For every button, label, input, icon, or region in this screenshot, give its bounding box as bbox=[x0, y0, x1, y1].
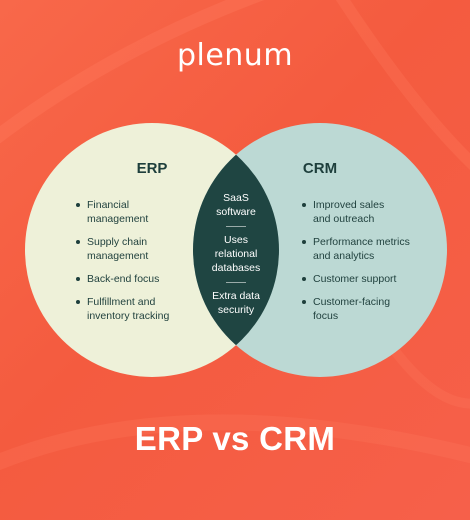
shared-line: software bbox=[216, 206, 256, 218]
crm-item-line: focus bbox=[313, 310, 339, 322]
shared-line: SaaS bbox=[223, 192, 249, 204]
crm-item-line: and analytics bbox=[313, 250, 375, 262]
shared-divider bbox=[226, 282, 246, 283]
shared-divider bbox=[226, 226, 246, 227]
crm-item: Customer-facing focus bbox=[302, 295, 427, 323]
erp-item-line: Back-end focus bbox=[87, 273, 160, 285]
crm-item-line: Performance metrics bbox=[313, 236, 410, 248]
erp-item: Financial management bbox=[76, 198, 186, 226]
erp-item: Back-end focus bbox=[76, 272, 186, 286]
crm-item: Performance metrics and analytics bbox=[302, 235, 427, 263]
erp-item-line: Supply chain bbox=[87, 236, 148, 248]
crm-item: Customer support bbox=[302, 272, 427, 286]
page-title: ERP vs CRM bbox=[134, 420, 336, 457]
crm-item-line: Customer support bbox=[313, 273, 397, 285]
shared-line: Extra data bbox=[212, 290, 260, 302]
crm-title: CRM bbox=[302, 160, 338, 177]
erp-title: ERP bbox=[136, 160, 168, 177]
shared-line: databases bbox=[211, 262, 261, 274]
crm-item-line: Customer-facing bbox=[313, 296, 391, 308]
erp-item-line: Financial bbox=[87, 199, 130, 211]
shared-line: relational bbox=[214, 248, 258, 260]
shared-item-security: Extra data security bbox=[194, 289, 278, 317]
erp-item-line: management bbox=[87, 213, 149, 225]
shared-line: Uses bbox=[224, 234, 248, 246]
crm-item: Improved sales and outreach bbox=[302, 198, 427, 226]
brand-logo: plenum bbox=[176, 38, 294, 73]
erp-item: Supply chain management bbox=[76, 235, 186, 263]
overlap-region bbox=[193, 123, 279, 377]
shared-item-saas: SaaS software bbox=[194, 191, 278, 219]
erp-item: Fulfillment and inventory tracking bbox=[76, 295, 186, 323]
crm-item-line: Improved sales bbox=[313, 199, 385, 211]
shared-item-databases: Uses relational databases bbox=[194, 233, 278, 275]
shared-line: security bbox=[217, 304, 255, 316]
erp-item-line: inventory tracking bbox=[87, 310, 170, 322]
erp-item-line: Fulfillment and bbox=[87, 296, 156, 308]
erp-item-line: management bbox=[87, 250, 149, 262]
crm-item-line: and outreach bbox=[313, 213, 375, 225]
